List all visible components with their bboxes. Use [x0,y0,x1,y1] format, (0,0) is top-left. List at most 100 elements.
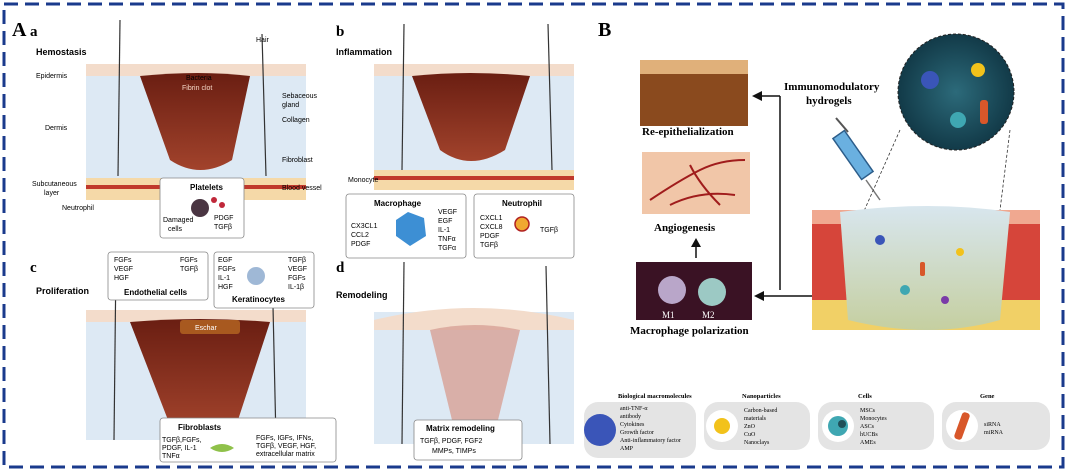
neu-left-1: CXCL8 [480,224,503,231]
hemostasis-title: Hemostasis [36,47,87,57]
cat-0-item-5: AMP [620,446,634,452]
kera-right-0: TGFβ [288,257,306,264]
mac-right-2: IL-1 [438,227,450,234]
monocyte-label: Monocyte [348,177,378,184]
inflammation-title: Inflammation [336,47,392,57]
bacteria-label: Bacteria [186,75,212,82]
subpanel-hemostasis: a Hemostasis Fibrin clot Epidermis Dermi… [30,19,322,239]
subpanel-d-letter: d [336,260,345,276]
cat-title-0: Biological macromolecules [618,393,692,400]
cat-title-1: Nanoparticles [742,393,781,400]
panel-a-letter: A [12,19,27,41]
endothelial-label: Endothelial cells [124,288,188,297]
fibroblasts-callout [159,417,337,463]
tgfb-label-a: TGFβ [214,224,232,231]
pdgf-label-a: PDGF [214,215,233,222]
category-nanoparticles: Nanoparticles Carbon-based materials ZnO… [704,393,810,450]
remodeling-title: Remodeling [336,290,388,300]
category-cells: Cells MSCs Monocytes ASCs hUCBs AMEs [818,393,934,450]
kera-right-2: FGFs [288,275,306,282]
neu-left-2: PDGF [480,233,499,240]
hair-left [401,23,405,171]
subpanel-inflammation: b Inflammation Monocyte Macrophage CX3CL… [336,23,575,259]
hydrogel-label-2: hydrogels [806,95,852,107]
damaged-cells-label-2: cells [168,226,183,233]
neu-left-3: TGFβ [480,242,498,249]
hair-right [261,33,267,177]
cat-1-item-4: Nanoclays [744,440,770,446]
hydrogel-skin-block [812,206,1040,330]
nanoparticle-icon [714,418,730,434]
mac-left-1: CCL2 [351,232,369,239]
neutrophil-label-b: Neutrophil [502,199,542,208]
endo-left-0: FGFs [114,257,132,264]
subcutaneous-label-1: Subcutaneous [32,181,77,188]
gene-icon [954,412,970,440]
keratinocyte-cell [247,267,265,285]
sebaceous-label-2: gland [282,102,299,109]
eschar-label: Eschar [195,325,217,332]
zoom-line [859,129,901,221]
matrix-remodeling-label: Matrix remodeling [426,424,495,433]
angiogenesis-image [642,152,750,214]
macrophage-polarization-image [636,262,752,320]
epidermis-label: Epidermis [36,73,68,80]
gene-particle [980,100,988,124]
fibroblast-cell [210,444,234,452]
epidermis-layer [374,308,574,330]
hair-left [401,261,405,445]
matrix-remodeling-callout [413,419,523,461]
fib-left-2: TNFα [162,453,180,460]
subpanel-c-letter: c [30,260,37,276]
macrophage-label: Macrophage [374,199,422,208]
category-strip: Biological macromolecules anti-TNF-α ant… [584,390,1054,462]
mac-right-1: EGF [438,218,452,225]
panel-a: A a Hemostasis Fibrin clot Epidermis Der… [12,19,575,463]
category-macromolecules: Biological macromolecules anti-TNF-α ant… [584,393,696,458]
m1-label: M1 [662,310,675,320]
matrix-scar [430,325,520,428]
mac-right-3: TNFα [438,236,456,243]
endo-left-2: HGF [114,275,129,282]
granulation-tissue [130,319,270,430]
mac-right-0: VEGF [438,209,457,216]
cat-1-item-2: ZnO [744,424,756,430]
hair-right [545,265,551,445]
endo-right-0: FGFs [180,257,198,264]
matrix-line-0: TGFβ, PDGF, FGF2 [420,438,482,445]
kera-left-2: IL-1 [218,275,230,282]
cat-1-item-1: materials [744,416,767,422]
endo-right-1: TGFβ [180,266,198,273]
cat-0-item-1: antibody [620,414,641,420]
syringe-icon [831,117,881,201]
category-gene: Gene siRNA miRNA [942,393,1050,450]
eschar [180,320,240,334]
cat-0-item-0: anti-TNF-α [620,406,648,412]
hydrogel-label-1: Immunomodulatory [784,81,880,93]
kera-left-1: FGFs [218,266,236,273]
macrophage-polarization-label: Macrophage polarization [630,325,749,337]
cat-2-item-0: MSCs [860,408,876,414]
m2-macrophage [698,278,726,306]
cat-0-item-3: Growth factor [620,429,654,436]
epidermis-layer [86,310,306,322]
growth-factor-dot [219,202,225,208]
m1-macrophage [658,276,686,304]
neutrophil-label-a: Neutrophil [62,205,94,212]
neu-left-0: CXCL1 [480,215,503,222]
hair-label: Hair [256,37,270,44]
mac-left-0: CX3CL1 [351,223,378,230]
fib-left-0: TGFβ,FGFs, [162,437,201,444]
angiogenesis-label: Angiogenesis [654,222,716,234]
cat-2-item-3: hUCBs [860,432,878,438]
panel-b: B Re-epithelialization Angiogenesis M1 M… [584,19,1054,462]
cat-3-item-1: miRNA [984,430,1004,436]
kera-right-3: IL-1β [288,284,304,291]
proliferation-title: Proliferation [36,286,89,296]
cat-2-item-2: ASCs [860,424,875,430]
macromolecule-particle [921,71,939,89]
subpanel-a-letter: a [30,24,38,40]
epidermis-layer [374,64,574,76]
cat-title-2: Cells [858,393,872,400]
fibrin-clot-label: Fibrin clot [182,85,212,92]
